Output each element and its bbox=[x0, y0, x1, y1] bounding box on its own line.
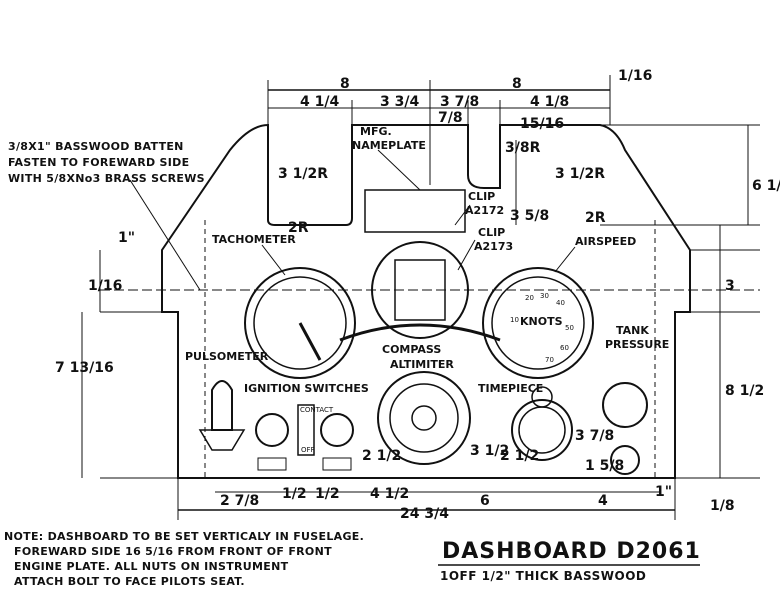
label-tachometer: TACHOMETER bbox=[212, 233, 296, 246]
dim-3-8-R: 3/8R bbox=[505, 140, 541, 156]
notes-block: NOTE: DASHBOARD TO BE SET VERTICALY IN F… bbox=[4, 530, 364, 588]
label-altimiter: ALTIMITER bbox=[390, 358, 454, 371]
svg-text:FOREWARD SIDE 16 5/16 FROM FRO: FOREWARD SIDE 16 5/16 FROM FRONT OF FRON… bbox=[14, 545, 332, 558]
dim-3-1-2-R-right: 3 1/2R bbox=[555, 166, 605, 182]
label-clip-2: CLIP bbox=[478, 226, 505, 239]
svg-text:20: 20 bbox=[525, 294, 534, 302]
svg-text:60: 60 bbox=[560, 344, 569, 352]
altimeter-bezel bbox=[377, 371, 471, 465]
svg-text:FASTEN TO FOREWARD SIDE: FASTEN TO FOREWARD SIDE bbox=[8, 156, 189, 169]
dim-1-16-left: 1/16 bbox=[88, 278, 122, 294]
label-clip-1: CLIP bbox=[468, 190, 495, 203]
label-contact: CONTACT bbox=[300, 406, 334, 414]
dim-3-3-4: 3 3/4 bbox=[380, 94, 419, 110]
dim-1-8: 1/8 bbox=[710, 498, 735, 514]
dim-3-right: 3 bbox=[725, 278, 735, 294]
dim-3-7-8-top: 3 7/8 bbox=[440, 94, 479, 110]
label-airspeed: AIRSPEED bbox=[575, 235, 636, 248]
label-off: OFF bbox=[301, 446, 315, 454]
pulsometer-body bbox=[211, 380, 233, 431]
dim-1-inch-b: 1" bbox=[655, 484, 672, 500]
dim-6: 6 bbox=[480, 493, 490, 509]
label-ignition: IGNITION SWITCHES bbox=[244, 382, 369, 395]
dim-3-5-8: 3 5/8 bbox=[510, 208, 549, 224]
label-compass: COMPASS bbox=[382, 343, 441, 356]
svg-text:NOTE: DASHBOARD TO BE SET VERT: NOTE: DASHBOARD TO BE SET VERTICALY IN F… bbox=[4, 530, 364, 543]
dim-1-2-a: 1/2 bbox=[282, 486, 307, 502]
mfg-nameplate bbox=[364, 189, 466, 233]
dim-1-5-8: 1 5/8 bbox=[585, 458, 624, 474]
dim-2R-left: 2R bbox=[288, 220, 309, 236]
svg-text:WITH 5/8XNo3 BRASS SCREWS: WITH 5/8XNo3 BRASS SCREWS bbox=[8, 172, 205, 185]
dim-8-right: 8 bbox=[512, 76, 522, 92]
svg-text:50: 50 bbox=[565, 324, 574, 332]
label-nameplate: NAMEPLATE bbox=[352, 139, 426, 152]
dim-1-16-top: 1/16 bbox=[618, 68, 652, 84]
dim-2-7-8: 2 7/8 bbox=[220, 493, 259, 509]
ignition-switch-2 bbox=[320, 413, 354, 447]
label-mfg: MFG. bbox=[360, 125, 392, 138]
svg-text:30: 30 bbox=[540, 292, 549, 300]
dim-4-1-2: 4 1/2 bbox=[370, 486, 409, 502]
tachometer-bezel bbox=[244, 267, 356, 379]
dim-15-16: 15/16 bbox=[520, 116, 564, 132]
svg-text:ATTACH BOLT TO FACE PILOTS SEA: ATTACH BOLT TO FACE PILOTS SEAT. bbox=[14, 575, 245, 588]
label-pulsometer: PULSOMETER bbox=[185, 350, 269, 363]
dim-3-1-2-R-left: 3 1/2R bbox=[278, 166, 328, 182]
label-clip-1-part: A2172 bbox=[465, 204, 504, 217]
dim-2R-right: 2R bbox=[585, 210, 606, 226]
airspeed-scale: 20 30 40 50 60 70 10 bbox=[510, 292, 574, 364]
dim-1-inch: 1" bbox=[118, 230, 135, 246]
batten-note: 3/8X1" BASSWOOD BATTEN FASTEN TO FOREWAR… bbox=[8, 140, 205, 185]
dim-6-1-8: 6 1/8 bbox=[752, 178, 780, 194]
timepiece-bezel bbox=[511, 399, 573, 461]
svg-text:10: 10 bbox=[510, 316, 519, 324]
compass-housing bbox=[371, 241, 469, 339]
dim-3-1-2: 3 1/2 bbox=[470, 443, 509, 459]
drawing-title: DASHBOARD D2061 bbox=[442, 539, 701, 564]
dim-2-1-2-a: 2 1/2 bbox=[362, 448, 401, 464]
drawing-subtitle: 1OFF 1/2" THICK BASSWOOD bbox=[440, 569, 646, 583]
tank-pressure-valve bbox=[610, 445, 640, 475]
dim-4-1-4: 4 1/4 bbox=[300, 94, 339, 110]
tank-pressure-gauge bbox=[602, 382, 648, 428]
dim-2-1-2-b: 2 1/2 bbox=[500, 448, 539, 464]
dim-24-3-4: 24 3/4 bbox=[400, 506, 449, 522]
label-tank: TANK bbox=[616, 324, 649, 337]
dim-7-8: 7/8 bbox=[438, 110, 463, 126]
label-clip-2-part: A2173 bbox=[474, 240, 513, 253]
ignition-switch-1 bbox=[255, 413, 289, 447]
dim-3-7-8-right: 3 7/8 bbox=[575, 428, 614, 444]
dim-7-13-16: 7 13/16 bbox=[55, 360, 114, 376]
svg-text:ENGINE PLATE. ALL NUTS ON INST: ENGINE PLATE. ALL NUTS ON INSTRUMENT bbox=[14, 560, 289, 573]
dim-4-1-8: 4 1/8 bbox=[530, 94, 569, 110]
dashboard-outline bbox=[161, 123, 691, 479]
dim-8-left: 8 bbox=[340, 76, 350, 92]
label-knots: KNOTS bbox=[520, 315, 563, 328]
dim-4: 4 bbox=[598, 493, 608, 509]
dim-8-1-2: 8 1/2 bbox=[725, 383, 764, 399]
svg-text:3/8X1" BASSWOOD BATTEN: 3/8X1" BASSWOOD BATTEN bbox=[8, 140, 184, 153]
airspeed-bezel bbox=[482, 267, 594, 379]
svg-text:40: 40 bbox=[556, 299, 565, 307]
label-timepiece: TIMEPIECE bbox=[478, 382, 543, 395]
label-pressure: PRESSURE bbox=[605, 338, 669, 351]
dim-1-2-b: 1/2 bbox=[315, 486, 340, 502]
svg-text:70: 70 bbox=[545, 356, 554, 364]
